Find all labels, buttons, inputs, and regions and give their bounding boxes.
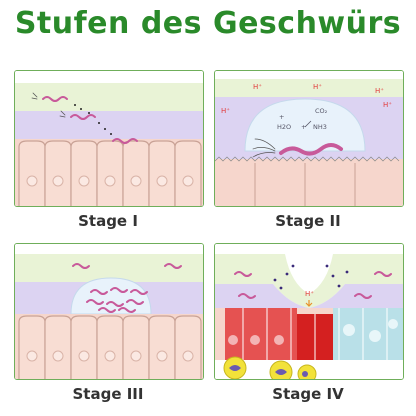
epithelial-cells	[15, 314, 203, 379]
h-pylori-bacteria	[31, 92, 138, 144]
toxin-dots	[273, 264, 349, 290]
hplus-label: H⁺	[221, 107, 230, 115]
hplus-label: H⁺	[305, 290, 314, 298]
h-pylori-bacteria	[234, 271, 392, 299]
arrow-down-icon	[305, 300, 313, 307]
epithelial-cells	[15, 139, 203, 206]
mucus-layer	[215, 79, 403, 99]
mucus-layer	[15, 111, 203, 139]
protective-bubble	[70, 277, 152, 315]
stage-3-caption: Stage III	[72, 385, 144, 403]
page-title: Stufen des Geschwürs	[14, 6, 402, 41]
movement-dots	[74, 104, 112, 135]
stage-1-caption: Stage I	[78, 212, 138, 230]
stage-3-panel	[14, 243, 204, 380]
ulcer-damage	[215, 308, 403, 360]
stage-4-panel: H⁺	[214, 243, 404, 380]
hplus-label: H⁺	[313, 83, 322, 91]
stage-4-illustration: H⁺	[215, 244, 403, 379]
reaction-arrow	[304, 120, 312, 128]
co2-label: CO₂	[315, 107, 328, 115]
stage-4-caption: Stage IV	[272, 385, 344, 403]
plus-label: +	[301, 123, 306, 131]
hplus-label: H⁺	[375, 87, 384, 95]
stage-2-illustration: H⁺ H⁺ H⁺ H⁺ H⁺ CO₂ H2O NH3 + +	[215, 71, 403, 206]
chemistry-labels: CO₂ H2O NH3 + +	[277, 107, 328, 131]
mucus-layer	[215, 284, 403, 308]
plus-label: +	[279, 113, 284, 121]
hydrogen-ion-labels: H⁺ H⁺ H⁺ H⁺ H⁺	[221, 83, 392, 115]
stage-2-caption: Stage II	[275, 212, 341, 230]
h-pylori-bacteria	[252, 138, 343, 158]
mucus-layer	[215, 254, 403, 308]
hplus-label: H⁺	[253, 83, 262, 91]
neutrophil-cells	[223, 356, 317, 379]
nh3-label: NH3	[313, 123, 327, 131]
h-pylori-colony	[72, 263, 182, 313]
stage-1-illustration	[15, 71, 203, 206]
hplus-label: H⁺	[383, 101, 392, 109]
epithelial-cells	[215, 156, 403, 206]
protective-bubble	[244, 98, 366, 152]
stage-3-illustration	[15, 244, 203, 379]
h2o-label: H2O	[277, 123, 291, 131]
stage-1-panel	[14, 70, 204, 207]
stage-2-panel: H⁺ H⁺ H⁺ H⁺ H⁺ CO₂ H2O NH3 + +	[214, 70, 404, 207]
